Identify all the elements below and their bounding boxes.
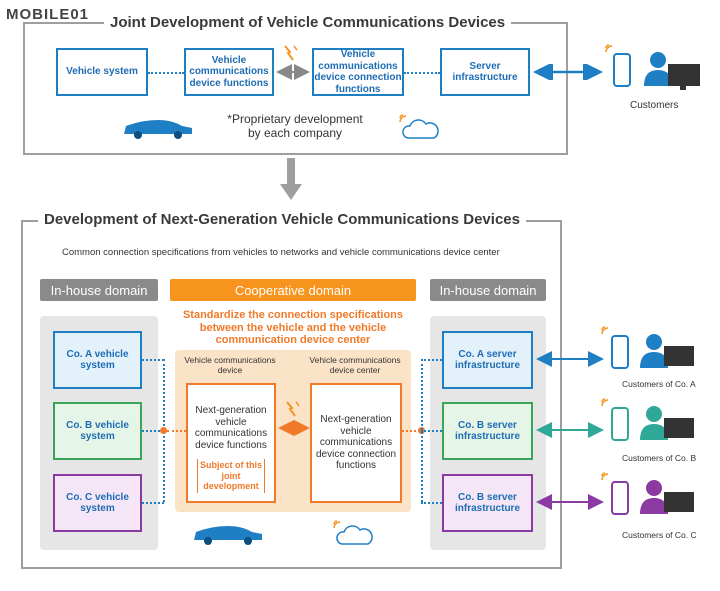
inhouse-right-label: In-house domain — [439, 282, 537, 298]
top-vehicle-system-label: Vehicle system — [66, 66, 138, 78]
proprietary-note: *Proprietary development by each company — [210, 112, 380, 141]
standardize-line3: communication device center — [215, 334, 371, 347]
right-orange-link — [402, 430, 420, 432]
co-b-vehicle-label: Co. B vehicle system — [66, 419, 129, 443]
standardize-line2: between the vehicle and the vehicle — [199, 321, 387, 334]
signal-lightning-icon-2 — [286, 401, 300, 417]
co-a-customer-arrow — [536, 351, 604, 367]
co-a-vehicle-box: Co. A vehicle system — [53, 331, 142, 389]
top-server-box: Server infrastructure — [440, 48, 530, 96]
customer-c-icon — [601, 472, 694, 515]
co-b-server-connector — [421, 430, 442, 432]
co-c-customer-arrow — [536, 494, 604, 510]
top-comm-functions-label: Vehicle communications device functions — [189, 54, 269, 89]
customers-c-label: Customers of Co. C — [622, 530, 697, 540]
cooperative-label: Cooperative domain — [234, 282, 352, 298]
co-a-server-connector — [421, 359, 442, 361]
left-orange-link — [167, 430, 186, 432]
co-b-customer-arrow — [536, 422, 604, 438]
bottom-title: Development of Next-Generation Vehicle C… — [38, 211, 526, 228]
device-label-line2: device — [217, 364, 243, 375]
next-gen-connection-box: Next-generation vehicle communications d… — [310, 383, 402, 503]
proprietary-note-line2: by each company — [247, 126, 343, 141]
co-c-server-label: Co. B server infrastructure — [454, 491, 520, 515]
next-gen-bidirectional-arrow — [278, 420, 310, 436]
co-b-server-label: Co. B server infrastructure — [454, 419, 520, 443]
bottom-subtitle: Common connection specifications from ve… — [62, 247, 500, 258]
down-arrow — [280, 158, 302, 200]
top-comm-functions-box: Vehicle communications device functions — [184, 48, 274, 96]
customer-phone-icon — [605, 44, 700, 90]
top-server-customer-arrow — [533, 64, 603, 80]
top-title: Joint Development of Vehicle Communicati… — [104, 14, 512, 31]
device-label-line1: Vehicle communications — [184, 355, 276, 365]
co-c-vehicle-box: Co. C vehicle system — [53, 474, 142, 532]
co-c-server-box: Co. B server infrastructure — [442, 474, 533, 532]
co-b-server-box: Co. B server infrastructure — [442, 402, 533, 460]
top-conn-functions-label: Vehicle communications device connection… — [314, 49, 402, 95]
customers-b-label: Customers of Co. B — [622, 453, 697, 463]
subject-note: Subject of this joint development — [197, 459, 265, 493]
next-gen-connection-label: Next-generation vehicle communications d… — [315, 414, 397, 472]
inhouse-left-label: In-house domain — [50, 282, 148, 298]
top-connector-1 — [148, 72, 184, 74]
center-label-line1: Vehicle communications — [309, 355, 401, 365]
inhouse-right-pill: In-house domain — [430, 279, 546, 301]
watermark-logo: MOBILE01 — [6, 6, 89, 23]
co-a-vehicle-connector — [142, 359, 164, 361]
next-gen-functions-label: Next-generation vehicle communications d… — [194, 405, 268, 451]
car-icon-bottom — [194, 526, 262, 545]
left-orange-dot — [160, 427, 167, 434]
customers-a-label: Customers of Co. A — [622, 379, 696, 389]
cooperative-pill: Cooperative domain — [170, 279, 416, 301]
top-connector-2 — [404, 72, 440, 74]
device-label: Vehicle communications device — [178, 355, 282, 376]
co-a-server-label: Co. A server infrastructure — [454, 348, 520, 372]
customer-b-icon — [601, 398, 694, 441]
co-a-server-box: Co. A server infrastructure — [442, 331, 533, 389]
cloud-icon — [399, 114, 439, 139]
proprietary-note-line1: *Proprietary development — [227, 112, 363, 126]
standardize-line1: Standardize the connection specification… — [182, 309, 404, 321]
co-c-vehicle-label: Co. C vehicle system — [66, 491, 129, 515]
center-label: Vehicle communications device center — [302, 355, 408, 376]
co-b-vehicle-box: Co. B vehicle system — [53, 402, 142, 460]
subject-note-label: Subject of this joint development — [200, 460, 263, 492]
top-server-label: Server infrastructure — [452, 60, 518, 84]
customer-a-icon — [601, 326, 694, 369]
next-gen-functions-box: Next-generation vehicle communications d… — [186, 383, 276, 503]
standardize-text: Standardize the connection specification… — [168, 309, 418, 347]
top-vehicle-system-box: Vehicle system — [56, 48, 148, 96]
cloud-icon-bottom — [333, 520, 373, 545]
inhouse-left-pill: In-house domain — [40, 279, 158, 301]
top-conn-functions-box: Vehicle communications device connection… — [312, 48, 404, 96]
watermark-text: MOBILE01 — [6, 6, 90, 23]
car-icon — [124, 120, 192, 139]
signal-lightning-icon — [284, 45, 298, 61]
customers-label: Customers — [630, 100, 679, 111]
co-c-server-connector — [421, 502, 442, 504]
co-b-vehicle-connector — [142, 430, 164, 432]
co-c-vehicle-connector — [142, 502, 164, 504]
center-label-line2: device center — [329, 364, 381, 375]
top-bidirectional-arrow-grey — [276, 64, 310, 80]
co-a-vehicle-label: Co. A vehicle system — [66, 348, 129, 372]
